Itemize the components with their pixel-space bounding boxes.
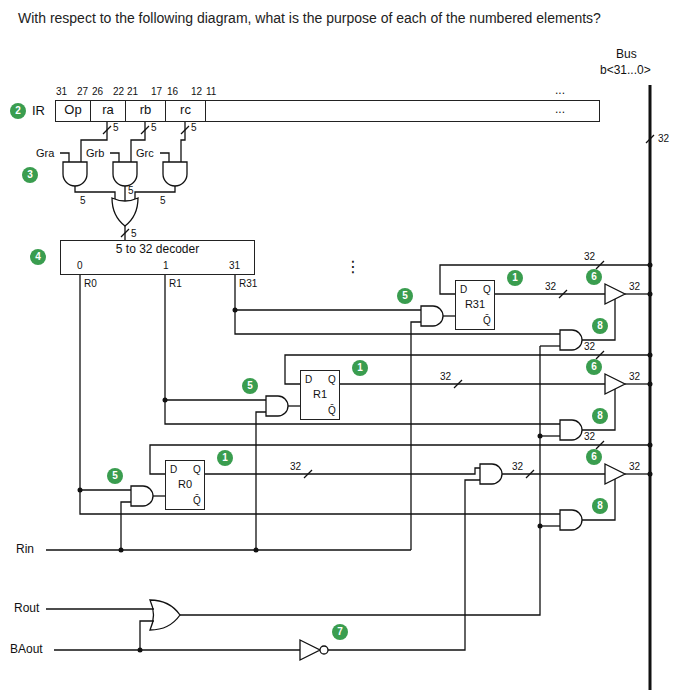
node-text: rb: [126, 103, 165, 118]
node-text: D: [305, 374, 312, 386]
node-text: R1: [301, 388, 339, 401]
register-flipflop: D Q R0Q̄: [165, 460, 205, 510]
signal-label: 5: [128, 185, 134, 197]
signal-label: Rout: [14, 602, 39, 616]
signal-label: 5: [160, 195, 166, 207]
signal-label: ⋮: [345, 258, 361, 276]
signal-label: 5: [151, 122, 157, 134]
signal-label: 32: [290, 461, 301, 473]
node-text: 1: [163, 260, 169, 272]
callout-number: 3: [22, 167, 38, 183]
node-text: 5 to 32 decoder: [61, 243, 254, 257]
callout-number: 8: [592, 318, 608, 334]
node-text: rc: [166, 103, 205, 118]
instruction-register: IROprarbrc: [55, 100, 600, 122]
question-text: With respect to the following diagram, w…: [18, 10, 678, 26]
signal-label: 32: [584, 341, 595, 353]
callout-number: 1: [507, 270, 523, 286]
node-text: Q: [193, 464, 201, 476]
ir-field: rc: [166, 101, 206, 121]
signal-label: Grb: [86, 147, 104, 160]
node-text: Op: [56, 103, 90, 118]
signal-label: 32: [512, 461, 523, 473]
callout-number: 6: [586, 269, 602, 285]
callout-number: 8: [592, 408, 608, 424]
signal-label: Bus: [616, 48, 637, 62]
signal-label: R31: [239, 278, 257, 290]
signal-label: 26: [92, 86, 103, 98]
signal-label: R0: [84, 278, 97, 290]
signal-label: 5: [131, 228, 137, 240]
callout-number: 5: [242, 378, 258, 394]
node-text: Q: [328, 374, 336, 386]
node-text: R31: [456, 298, 494, 311]
node-text: D: [460, 284, 467, 296]
node-text: ra: [91, 103, 125, 118]
callout-number: 4: [30, 249, 46, 265]
signal-label: 31: [56, 86, 67, 98]
callout-number: 7: [332, 624, 348, 640]
signal-label: 11: [206, 86, 216, 98]
node-text: Q: [483, 284, 491, 296]
signal-label: R1: [169, 278, 182, 290]
ir-field: rb: [126, 101, 166, 121]
node-text: 0: [77, 260, 83, 272]
signal-label: 16: [167, 86, 178, 98]
signal-label: 32: [584, 251, 595, 263]
signal-label: 32: [629, 371, 640, 383]
signal-label: 5: [80, 195, 86, 207]
signal-label: 32: [658, 133, 669, 145]
node-text: IR: [32, 104, 45, 119]
signal-label: ...: [555, 84, 565, 98]
signal-label: 27: [77, 86, 88, 98]
ir-field: ra: [91, 101, 126, 121]
callout-number: 2: [10, 103, 26, 119]
register-flipflop: D Q R31Q̄: [455, 280, 495, 330]
decoder-box: 5 to 32 decoder 31 1 0: [60, 240, 255, 275]
node-text: Q̄: [328, 405, 336, 417]
callout-number: 1: [217, 450, 233, 466]
signal-label: 32: [545, 281, 556, 293]
signal-label: b<31...0>: [600, 64, 651, 78]
ir-field: Op: [56, 101, 91, 121]
signal-label: 32: [440, 371, 451, 383]
node-text: Q̄: [483, 315, 491, 327]
callout-number: 1: [352, 360, 368, 376]
signal-label: 12: [191, 86, 202, 98]
signal-label: 5: [113, 122, 119, 134]
signal-label: Gra: [36, 147, 54, 160]
node-text: R0: [166, 478, 204, 491]
callout-number: 8: [592, 498, 608, 514]
callout-number: 5: [397, 288, 413, 304]
signal-label: 5: [191, 122, 197, 134]
signal-label: 17: [151, 86, 162, 98]
signal-label: 32: [629, 281, 640, 293]
signal-label: 21: [127, 86, 138, 98]
signal-label: ...: [555, 103, 565, 117]
node-text: D: [170, 464, 177, 476]
signal-label: 32: [584, 431, 595, 443]
node-text: 31: [229, 260, 240, 272]
callout-number: 6: [586, 449, 602, 465]
signal-label: Grc: [136, 147, 154, 160]
callout-number: 6: [586, 359, 602, 375]
register-flipflop: D Q R1Q̄: [300, 370, 340, 420]
signal-label: Rin: [16, 543, 34, 557]
signal-label: 22: [113, 86, 124, 98]
callout-number: 5: [107, 468, 123, 484]
signal-label: BAout: [10, 643, 43, 657]
signal-label: 32: [629, 461, 640, 473]
node-text: Q̄: [193, 495, 201, 507]
